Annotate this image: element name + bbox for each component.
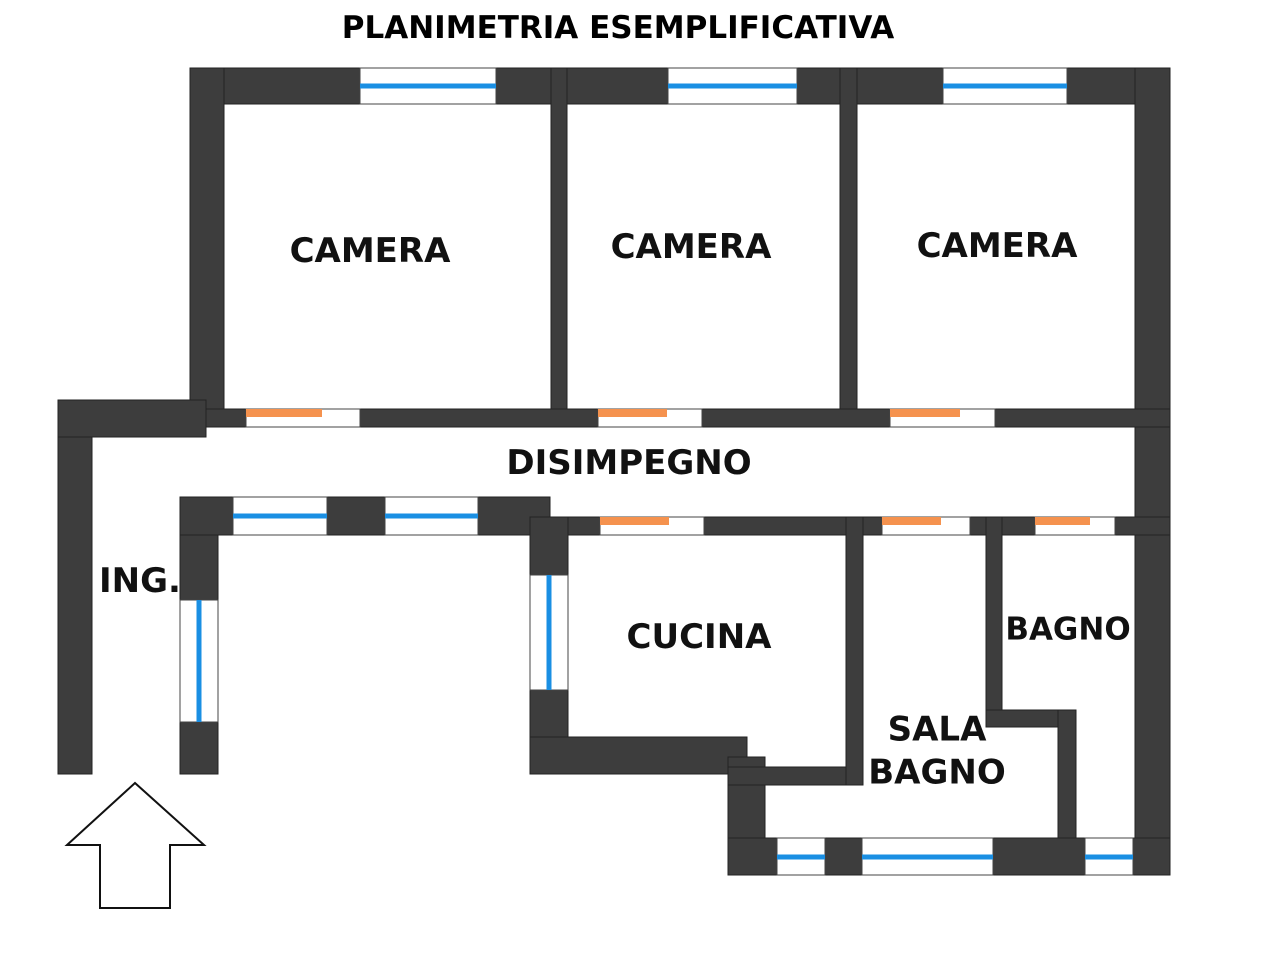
entrance-arrow-icon <box>64 781 207 909</box>
room-label-ingresso: ING. <box>99 560 181 601</box>
page-title: PLANIMETRIA ESEMPLIFICATIVA <box>341 10 895 46</box>
room-label-bagno: BAGNO <box>1005 611 1131 648</box>
room-label-cucina: CUCINA <box>626 616 772 657</box>
room-label-camera-2: CAMERA <box>610 226 772 267</box>
room-label-camera-1: CAMERA <box>289 230 451 271</box>
sala-bagno-line2: BAGNO <box>868 752 1006 792</box>
walls <box>57 67 1171 876</box>
windows <box>179 67 1134 876</box>
room-label-camera-3: CAMERA <box>916 225 1078 266</box>
doors <box>245 408 1116 536</box>
sala-bagno-line1: SALA <box>887 709 987 750</box>
room-label-disimpegno: DISIMPEGNO <box>506 442 752 483</box>
